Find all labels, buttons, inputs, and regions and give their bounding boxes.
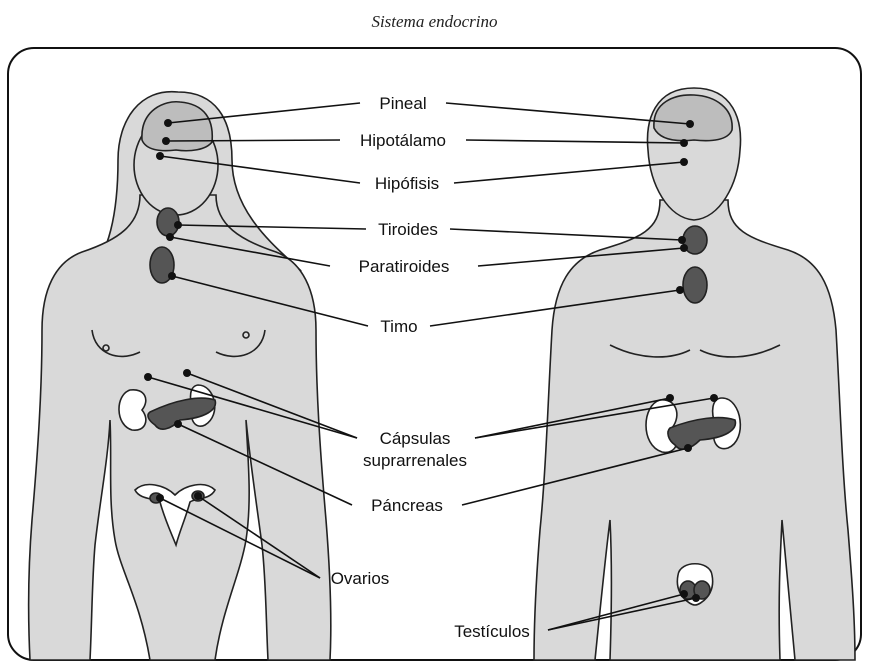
male-thymus (683, 267, 707, 303)
label-hipofisis: Hipófisis (375, 174, 439, 193)
label-capsulas-line1: Cápsulas (380, 429, 451, 448)
label-pancreas: Páncreas (371, 496, 443, 515)
label-paratiroides: Paratiroides (359, 257, 450, 276)
label-tiroides: Tiroides (378, 220, 438, 239)
label-capsulas-line2: suprarrenales (363, 451, 467, 470)
female-kidney-left (119, 390, 146, 430)
label-ovarios: Ovarios (331, 569, 390, 588)
label-hipotalamo: Hipotálamo (360, 131, 446, 150)
label-pineal: Pineal (379, 94, 426, 113)
label-timo: Timo (380, 317, 417, 336)
label-testiculos: Testículos (454, 622, 530, 641)
